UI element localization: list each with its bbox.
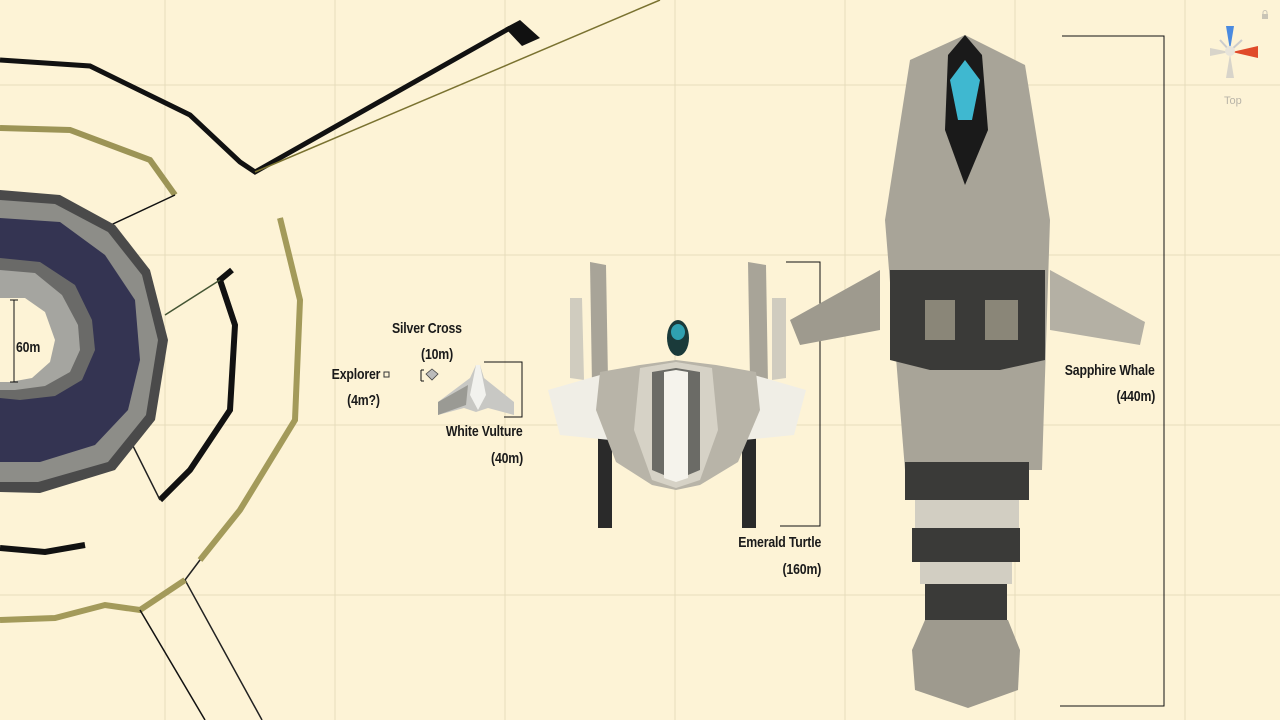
- explorer-ship[interactable]: [383, 371, 390, 378]
- station[interactable]: [0, 190, 168, 493]
- sapphire-whale-size: (440m): [1116, 388, 1155, 405]
- view-orientation-label: Top: [1224, 95, 1242, 107]
- sapphire-whale-ship[interactable]: [790, 35, 1165, 708]
- station-outer-rings: [0, 0, 661, 720]
- silver-cross-name: Silver Cross: [392, 320, 462, 337]
- emerald-turtle-ship[interactable]: [548, 261, 821, 528]
- emerald-turtle-size: (160m): [782, 561, 821, 578]
- white-vulture-ship[interactable]: [438, 361, 523, 418]
- explorer-name: Explorer: [331, 366, 380, 383]
- orientation-gizmo[interactable]: [1200, 18, 1264, 108]
- silver-cross-ship[interactable]: [420, 368, 439, 382]
- station-size-label: 60m: [16, 339, 41, 356]
- white-vulture-name: White Vulture: [446, 423, 523, 440]
- lock-icon[interactable]: [1260, 10, 1270, 20]
- explorer-size: (4m?): [347, 392, 380, 409]
- emerald-turtle-name: Emerald Turtle: [738, 534, 821, 551]
- silver-cross-size: (10m): [421, 346, 453, 363]
- white-vulture-size: (40m): [491, 450, 523, 467]
- sapphire-whale-name: Sapphire Whale: [1065, 362, 1155, 379]
